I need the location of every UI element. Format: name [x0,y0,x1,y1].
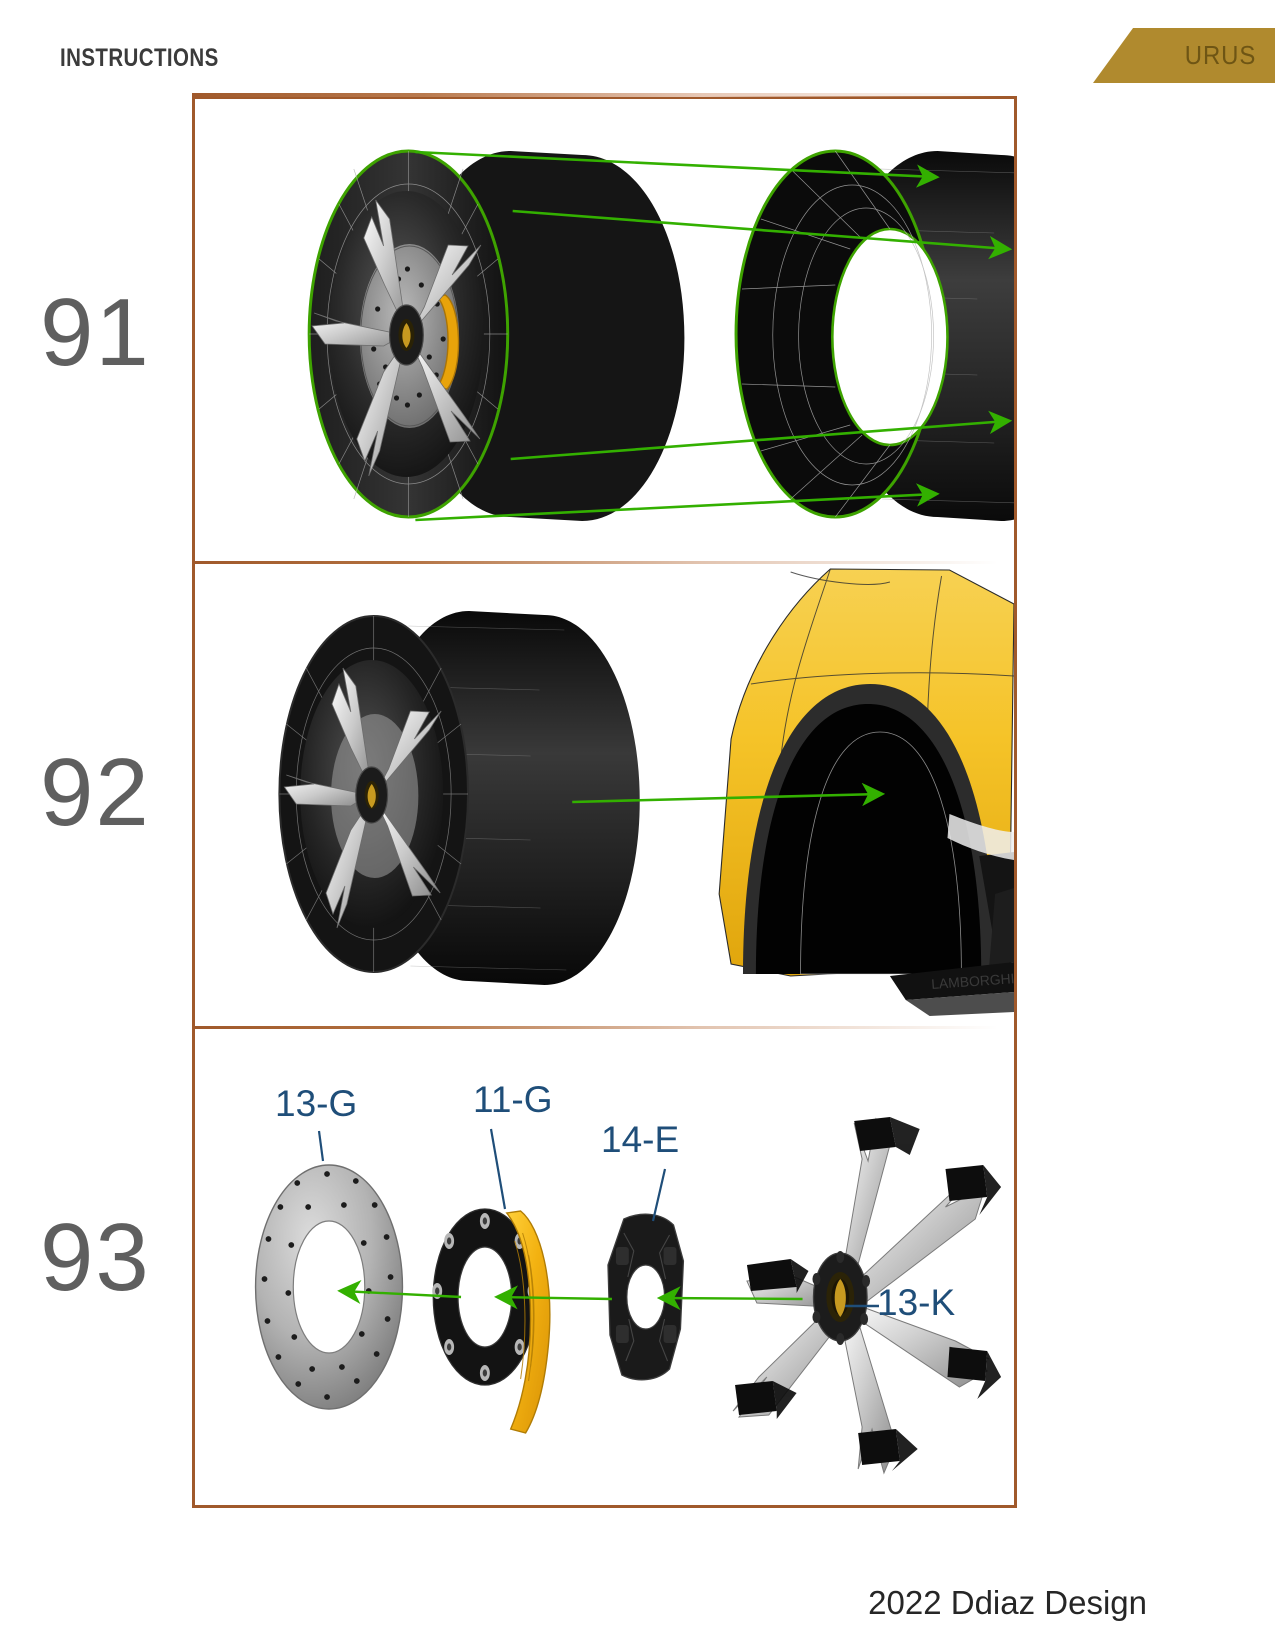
step-92-illustration: LAMBORGHINI [195,564,1014,1026]
step-91-illustration [195,99,1014,561]
part-label-13-G: 13-G [275,1083,358,1124]
part-label-11-G: 11-G [473,1079,553,1120]
step-number-91: 91 [40,279,151,386]
instruction-frame: LAMBORGHINI [192,93,1017,1508]
hub-ring-caliper-part [432,1208,551,1434]
tire-ring [734,149,1014,521]
panel-divider-1 [195,561,1014,564]
exploded-arrows [337,1279,803,1311]
page-title: INSTRUCTIONS [60,44,219,72]
part-label-14-E: 14-E [601,1119,680,1160]
hub-carrier-part [607,1213,685,1381]
complete-wheel [278,611,640,985]
model-corner-tab: URUS [1093,28,1275,83]
panel-divider-2 [195,1026,1014,1029]
assembly-arrows [415,150,1013,522]
car-body-front-fender: LAMBORGHINI [718,568,1014,1016]
wheel-spider-part [732,1117,1002,1475]
wheel-rim-assembly [307,149,685,521]
footer-credit: 2022 Ddiaz Design [868,1584,1147,1621]
model-corner-tab-label: URUS [1185,40,1257,70]
svg-text:LAMBORGHINI: LAMBORGHINI [931,969,1014,992]
caliper-part [505,1210,551,1434]
brake-disc-part [254,1164,404,1410]
step-number-93: 93 [40,1204,151,1311]
install-arrow [572,782,886,807]
step-number-92: 92 [40,739,151,846]
part-label-13-K: 13-K [877,1282,956,1323]
step-93-illustration [195,1029,1014,1508]
